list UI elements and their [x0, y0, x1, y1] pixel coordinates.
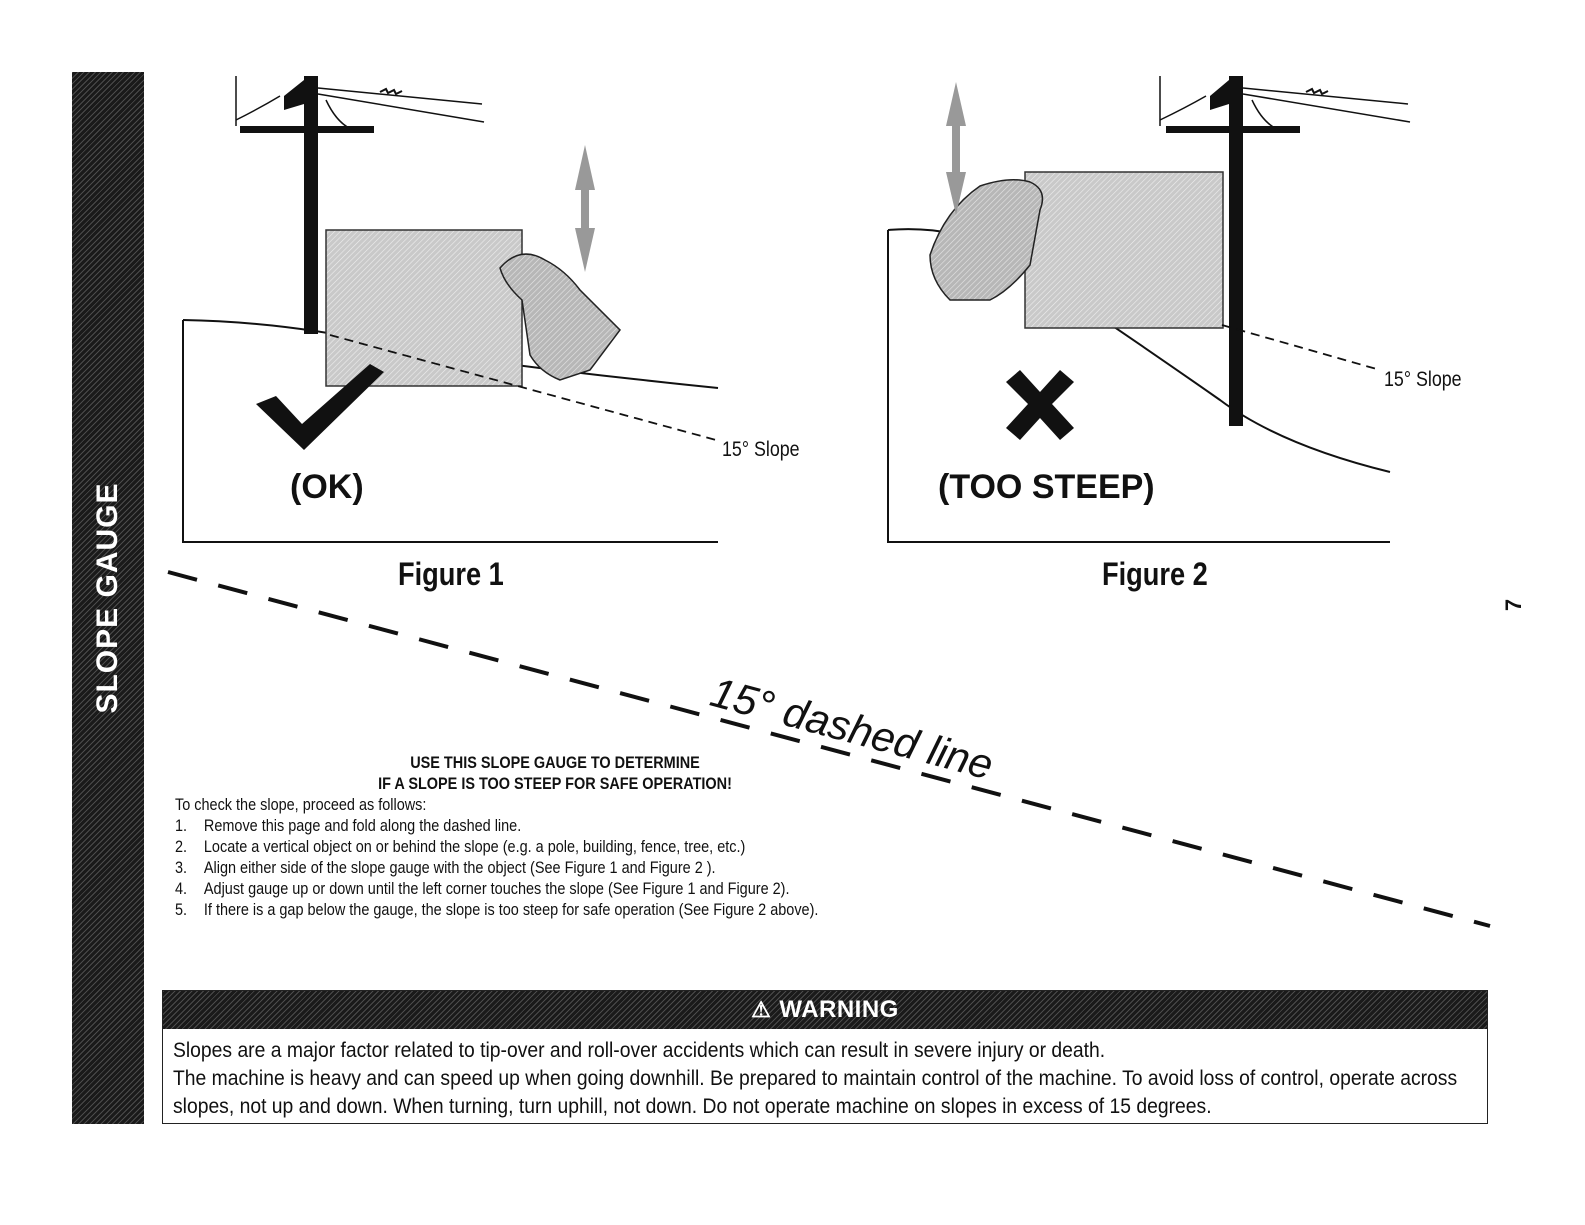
figure1-adjust-arrow	[575, 145, 595, 272]
instructions-steps: 1.Remove this page and fold along the da…	[175, 815, 1075, 920]
figure1-slope-label: 15° Slope	[722, 438, 800, 461]
instructions: USE THIS SLOPE GAUGE TO DETERMINE IF A S…	[175, 752, 1075, 920]
x-mark-icon	[1006, 370, 1074, 440]
figure1-hand	[499, 253, 621, 381]
figure2-adjust-arrow	[946, 82, 966, 215]
figure2-slope-gauge	[1024, 171, 1224, 329]
fold-dashed-line	[167, 570, 1491, 928]
step-item: 2.Locate a vertical object on or behind …	[175, 837, 746, 856]
warning-line-1: Slopes are a major factor related to tip…	[173, 1039, 1106, 1062]
warning-box: ⚠ WARNING Slopes are a major factor rela…	[162, 990, 1488, 1124]
figure2-utility-pole	[1159, 76, 1411, 426]
figure2-illustration	[887, 76, 1411, 543]
figure1-caption: Figure 1	[398, 556, 504, 592]
figure1-slope-line	[329, 334, 717, 441]
figure2-verdict: (TOO STEEP)	[938, 468, 1155, 506]
instructions-heading-2: IF A SLOPE IS TOO STEEP FOR SAFE OPERATI…	[378, 774, 732, 793]
figure1-utility-pole	[235, 76, 485, 334]
warning-header: ⚠ WARNING	[163, 991, 1487, 1029]
checkmark-icon	[256, 364, 384, 450]
figure1-slope-gauge	[325, 229, 523, 387]
figure1-frame	[182, 320, 718, 543]
step-item: 4.Adjust gauge up or down until the left…	[175, 879, 790, 898]
warning-line-2: The machine is heavy and can speed up wh…	[173, 1067, 1458, 1090]
step-item: 1.Remove this page and fold along the da…	[175, 816, 522, 835]
figure1-verdict: (OK)	[290, 468, 364, 506]
instructions-heading-1: USE THIS SLOPE GAUGE TO DETERMINE	[410, 753, 700, 772]
side-tab	[72, 72, 144, 1124]
step-item: 5.If there is a gap below the gauge, the…	[175, 900, 819, 919]
warning-line-3: slopes, not up and down. When turning, t…	[173, 1095, 1212, 1118]
warning-body: Slopes are a major factor related to tip…	[163, 1029, 1487, 1121]
figure2-caption: Figure 2	[1102, 556, 1208, 592]
figure2-hand	[929, 179, 1044, 301]
figure2-frame	[887, 230, 1390, 543]
warning-title: WARNING	[779, 996, 899, 1023]
step-item: 3.Align either side of the slope gauge w…	[175, 858, 716, 877]
figure2-slope-line	[1221, 324, 1381, 371]
instructions-intro: To check the slope, proceed as follows:	[175, 795, 427, 814]
warning-triangle-icon: ⚠	[751, 997, 772, 1022]
figure2-slope-label: 15° Slope	[1384, 368, 1462, 391]
figure1-illustration	[182, 76, 719, 543]
